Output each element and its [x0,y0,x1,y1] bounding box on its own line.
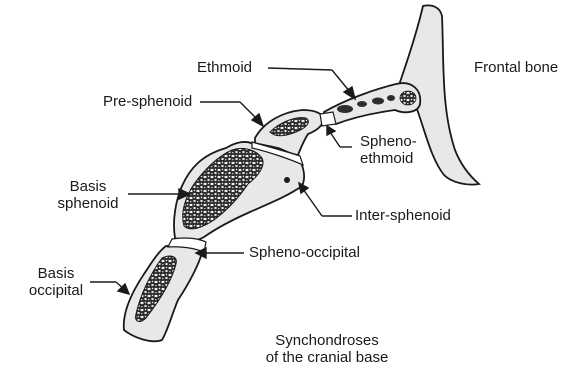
label-spheno-ethmoid-line-1: Spheno- [360,133,417,150]
ethmoid-marrow-spot-2 [357,101,367,107]
label-basis-sphenoid-line-2: sphenoid [48,195,128,212]
diagram-caption: Synchondroses of the cranial base [242,332,412,366]
frontal-marrow-spot [400,91,416,105]
label-spheno-ethmoid: Spheno- ethmoid [360,133,417,167]
label-spheno-occipital: Spheno-occipital [249,244,360,261]
label-basis-sphenoid: Basis sphenoid [48,178,128,212]
caption-line-1: Synchondroses [242,332,412,349]
label-ethmoid: Ethmoid [197,59,252,76]
basis-sphenoid-foramen [284,177,290,183]
label-spheno-ethmoid-line-2: ethmoid [360,150,417,167]
label-basis-occipital-line-1: Basis [18,265,94,282]
label-basis-sphenoid-line-1: Basis [48,178,128,195]
label-frontal-bone: Frontal bone [474,59,558,76]
label-inter-sphenoid: Inter-sphenoid [355,207,451,224]
label-basis-occipital: Basis occipital [18,265,94,299]
ethmoid-marrow-spot-4 [387,95,395,101]
spheno-ethmoid-cartilage [320,112,336,126]
label-pre-sphenoid: Pre-sphenoid [103,93,192,110]
label-basis-occipital-line-2: occipital [18,282,94,299]
ethmoid-marrow-spot-3 [372,98,384,105]
caption-line-2: of the cranial base [242,349,412,366]
ethmoid-marrow-spot-1 [337,105,353,113]
